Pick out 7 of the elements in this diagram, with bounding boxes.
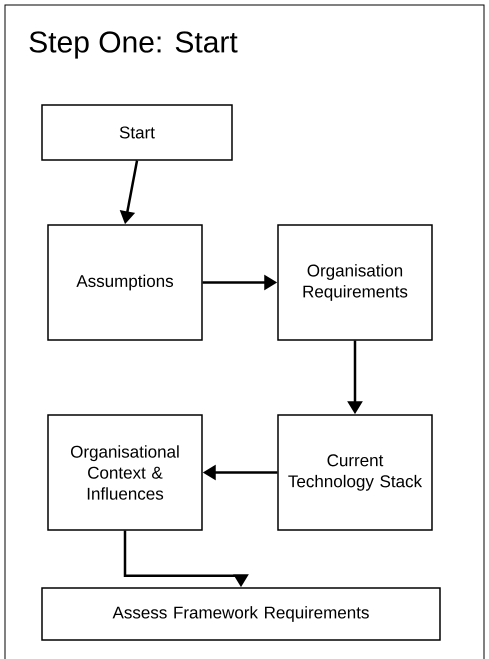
process-box: Organisational Context & Influences bbox=[47, 414, 203, 531]
process-box: Start bbox=[41, 104, 233, 161]
process-box: Current Technology Stack bbox=[277, 414, 433, 531]
title: Step One: Start bbox=[30, 31, 238, 59]
process-box: Organisation Requirements bbox=[277, 224, 433, 341]
process-box: Assumptions bbox=[47, 224, 203, 341]
process-box: Assess Framework Requirements bbox=[41, 587, 441, 641]
